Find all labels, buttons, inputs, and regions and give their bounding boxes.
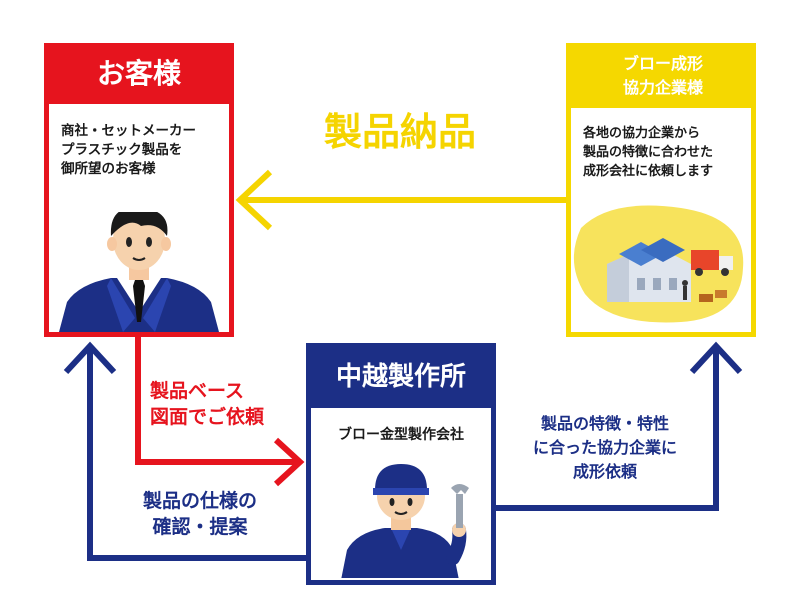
- delivery-arrow: [235, 169, 567, 231]
- confirm-arrow: [63, 341, 306, 561]
- partner-description: 各地の協力企業から 製品の特徴に合わせた 成形会社に依頼します: [583, 126, 714, 179]
- customer-title: お客様: [96, 57, 181, 90]
- customer-description: 商社・セットメーカー プラスチック製品を 御所望のお客様: [61, 123, 196, 177]
- maker-subtitle: ブロー金型製作会社: [338, 427, 464, 443]
- molding-arrow: [494, 341, 743, 511]
- request-label: 製品ベース 図面でご依頼: [150, 380, 265, 428]
- partner-box: ブロー成形 協力企業様 各地の協力企業から 製品の特徴に合わせた 成形会社に依頼…: [566, 43, 756, 337]
- request-arrow: [135, 336, 305, 487]
- factory-truck-icon: [573, 205, 744, 323]
- partner-title: ブロー成形 協力企業様: [622, 54, 703, 97]
- mechanic-with-wrench-icon: [341, 464, 469, 578]
- maker-title: 中越製作所: [335, 362, 466, 392]
- maker-header: [311, 348, 491, 408]
- molding-request-label: 製品の特徴・特性 に合った協力企業に 成形依頼: [532, 414, 677, 481]
- businessman-icon: [59, 212, 219, 332]
- maker-box: 中越製作所 ブロー金型製作会社: [306, 343, 496, 585]
- partner-header: [571, 48, 751, 108]
- delivery-label: 製品納品: [323, 110, 476, 154]
- customer-box: お客様 商社・セットメーカー プラスチック製品を 御所望のお客様: [44, 43, 234, 337]
- customer-header: [49, 48, 229, 104]
- confirm-label: 製品の仕様の 確認・提案: [142, 490, 257, 538]
